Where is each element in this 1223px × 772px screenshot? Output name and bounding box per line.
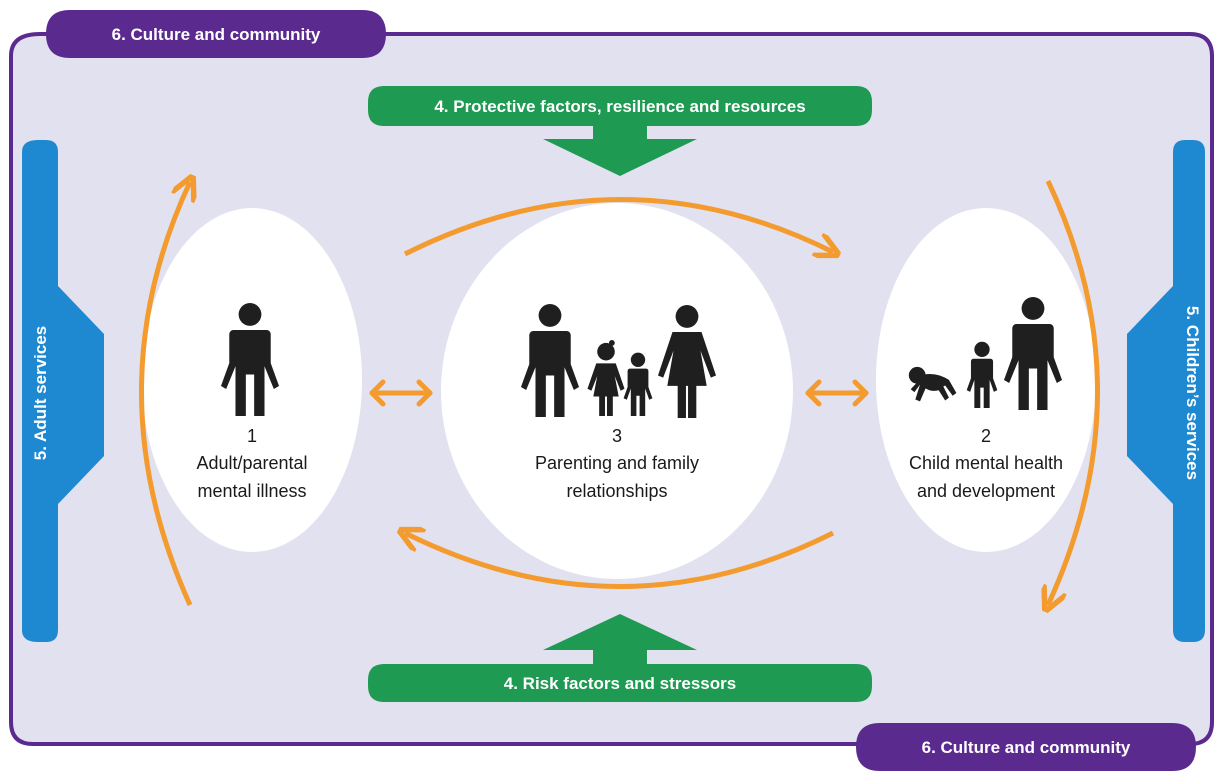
- node-adult-line1: Adult/parental: [196, 453, 307, 473]
- protective-factors-label: 4. Protective factors, resilience and re…: [434, 97, 805, 116]
- culture-label-top: 6. Culture and community: [46, 10, 386, 58]
- arrow-bottom-arc: [405, 533, 835, 589]
- culture-label-bottom: 6. Culture and community: [856, 723, 1196, 771]
- node-child-line1: Child mental health: [909, 453, 1063, 473]
- node-family-line2: relationships: [566, 481, 667, 501]
- adult-services-label: 5. Adult services: [31, 326, 50, 461]
- adult-services-block: 5. Adult services: [22, 140, 104, 642]
- double-arrow-adult-family: [369, 379, 433, 407]
- protective-arrow-down: [543, 126, 697, 176]
- arrow-left-arc: [139, 182, 191, 607]
- childrens-services-label: 5. Children’s services: [1183, 306, 1202, 480]
- node-child-line2: and development: [917, 481, 1055, 501]
- arrow-right-arc: [1048, 179, 1100, 605]
- node-adult-ellipse: [142, 208, 362, 552]
- risk-factors-label: 4. Risk factors and stressors: [504, 674, 736, 693]
- risk-factors-block: 4. Risk factors and stressors: [368, 614, 872, 702]
- node-adult-line2: mental illness: [197, 481, 306, 501]
- node-adult-number: 1: [247, 426, 257, 446]
- childrens-services-block: 5. Children’s services: [1127, 140, 1205, 642]
- risk-arrow-up: [543, 614, 697, 666]
- culture-label-bottom-text: 6. Culture and community: [922, 738, 1131, 757]
- culture-label-top-text: 6. Culture and community: [112, 25, 321, 44]
- node-family-line1: Parenting and family: [535, 453, 699, 473]
- protective-factors-block: 4. Protective factors, resilience and re…: [368, 86, 872, 176]
- node-child-label: 2 Child mental health and development: [909, 426, 1063, 501]
- node-family-label: 3 Parenting and family relationships: [535, 426, 699, 501]
- node-adult-label: 1 Adult/parental mental illness: [196, 426, 307, 501]
- double-arrow-family-child: [805, 379, 869, 407]
- arrow-top-arc: [403, 197, 833, 254]
- node-family-number: 3: [612, 426, 622, 446]
- node-child-number: 2: [981, 426, 991, 446]
